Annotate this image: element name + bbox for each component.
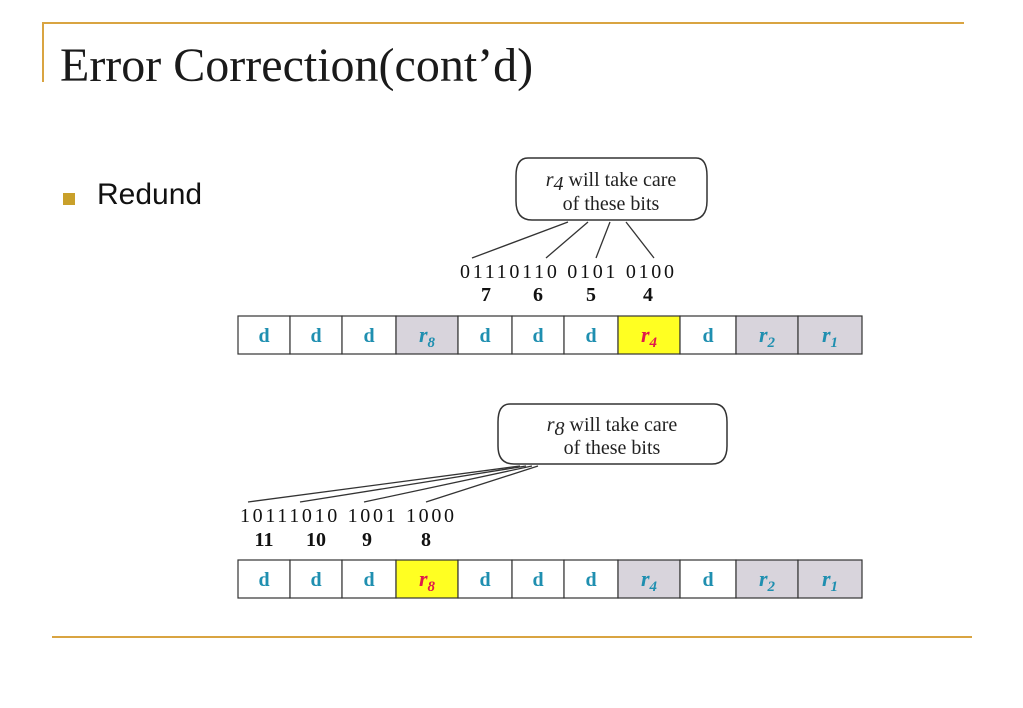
cell-1: [237, 315, 291, 355]
cell-9: [679, 315, 737, 355]
cell-1-label: d: [258, 569, 269, 591]
cell-10: [735, 559, 799, 599]
cell-7: [563, 559, 619, 599]
cell-10-label: r2: [759, 566, 776, 595]
position-label: 10: [306, 529, 326, 551]
cell-9-label: d: [702, 569, 713, 591]
position-label: 4: [643, 284, 653, 306]
position-label: 6: [533, 284, 543, 306]
cell-8-label: r4: [641, 322, 658, 351]
cell-5-label: d: [479, 325, 490, 347]
connector-line: [595, 221, 611, 259]
connector-line: [625, 221, 655, 259]
cell-6: [511, 559, 565, 599]
cell-5: [457, 559, 513, 599]
bit-row-1: d d d r8 d d d r4 d r2 r1: [237, 315, 863, 355]
cell-9: [679, 559, 737, 599]
cell-2-label: d: [310, 325, 321, 347]
connector-line: [299, 465, 527, 503]
cell-4: [395, 315, 459, 355]
cell-6: [511, 315, 565, 355]
position-label: 11: [255, 529, 274, 551]
bit-row-2: d d d r8 d d d r4 d r2 r1: [237, 559, 863, 599]
cell-4: [395, 559, 459, 599]
cell-11: [797, 559, 863, 599]
position-label: 5: [586, 284, 596, 306]
cell-6-label: d: [532, 569, 543, 591]
connector-lines-2: [247, 465, 539, 503]
bits-label-1: 01110110 0101 0100: [460, 261, 674, 283]
cell-4-label: r8: [419, 566, 436, 595]
connector-lines-1: [471, 221, 655, 259]
cell-8: [617, 315, 681, 355]
connector-line: [471, 221, 569, 259]
cell-11-label: r1: [822, 566, 838, 595]
cell-3: [341, 315, 397, 355]
cell-7-label: d: [585, 325, 596, 347]
positions-1: 7 6 5 4: [481, 284, 653, 306]
page-title: Error Correction(cont’d): [60, 39, 534, 92]
cell-8-label: r4: [641, 566, 658, 595]
cell-3: [341, 559, 397, 599]
callout-r8-line2: of these bits: [564, 437, 661, 459]
cell-7-label: d: [585, 569, 596, 591]
cell-11: [797, 315, 863, 355]
position-label: 7: [481, 284, 491, 306]
callout-r8: r8 will take care of these bits: [497, 403, 728, 465]
cell-3-label: d: [363, 325, 374, 347]
connector-line: [247, 465, 521, 503]
callout-r4-line1: r4 will take care: [546, 169, 677, 195]
cell-10: [735, 315, 799, 355]
callout-r4-bubble: [515, 157, 708, 221]
cell-3-label: d: [363, 569, 374, 591]
callout-r4: r4 will take care of these bits: [515, 157, 708, 221]
position-label: 8: [421, 529, 431, 551]
bottom-rule: [52, 636, 972, 638]
cell-1-label: d: [258, 325, 269, 347]
cell-2-label: d: [310, 569, 321, 591]
positions-2: 11 10 9 8: [255, 529, 431, 551]
cell-11-label: r1: [822, 322, 838, 351]
cell-2: [289, 559, 343, 599]
cell-6-label: d: [532, 325, 543, 347]
bullet-marker: [63, 193, 75, 205]
cell-9-label: d: [702, 325, 713, 347]
cell-10-label: r2: [759, 322, 776, 351]
top-rule: [44, 22, 964, 24]
left-rule: [42, 22, 44, 82]
connector-line: [545, 221, 589, 259]
cell-2: [289, 315, 343, 355]
connector-line: [363, 465, 533, 503]
callout-r8-line1: r8 will take care: [547, 414, 678, 440]
connector-line: [425, 465, 539, 503]
position-label: 9: [362, 529, 372, 551]
bullet-text: Redund: [97, 178, 203, 211]
cell-1: [237, 559, 291, 599]
cell-5-label: d: [479, 569, 490, 591]
cell-4-label: r8: [419, 322, 436, 351]
callout-r4-line2: of these bits: [563, 193, 660, 215]
bits-label-2: 10111010 1001 1000: [240, 505, 454, 527]
figure-background: [236, 150, 976, 620]
cell-8: [617, 559, 681, 599]
callout-r8-bubble: [497, 403, 728, 465]
